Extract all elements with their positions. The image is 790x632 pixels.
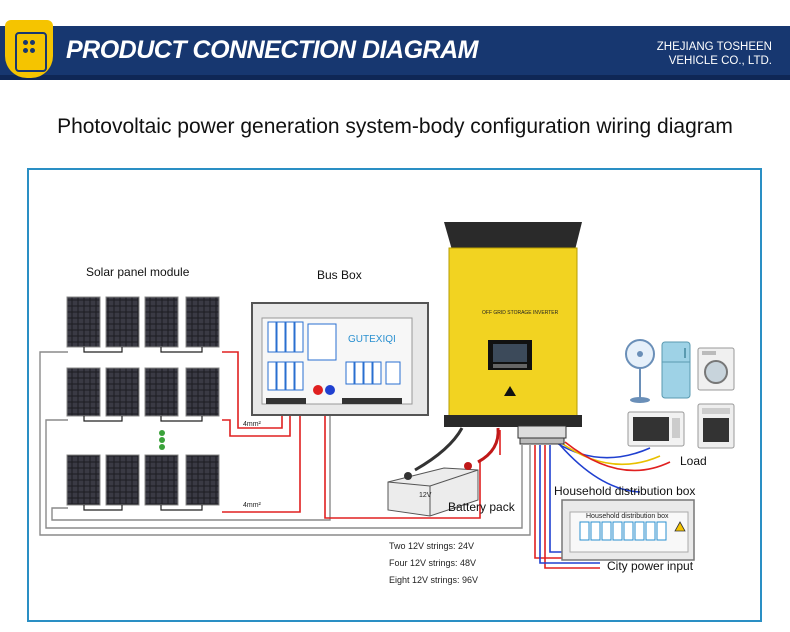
inverter-terminal-block [517,425,567,445]
header-banner [0,26,790,80]
gray-wires [39,351,531,536]
microwave-icon [627,411,685,447]
solar-panel [105,367,140,417]
continuation-dot [159,430,165,436]
bus-box-brand: GUTEXIQI [348,334,396,345]
solar-panel [66,296,101,348]
solar-panel [144,367,179,417]
inverter-red-cable [477,427,500,464]
solar-panel [185,296,220,348]
strings-note-1: Two 12V strings: 24V [389,541,475,551]
solar-panel [185,367,220,417]
solar-panel [66,367,101,417]
load-wires [554,441,671,493]
solar-panel-label: Solar panel module [86,265,190,279]
solar-panel [185,454,220,506]
bus-box [251,302,429,416]
bus-box-terminals [266,398,402,404]
bus-box-label: Bus Box [317,268,362,282]
warning-icon [674,521,686,532]
solar-panel [66,454,101,506]
fan-icon [625,339,655,403]
shield-badge-icon [5,20,53,78]
wire-gauge-bottom: 4mm² [243,502,261,509]
battery-terminal-negative [404,472,412,480]
city-power-label: City power input [607,559,694,573]
household-box-inner-label: Household distribution box [586,513,669,520]
diagram-frame [27,168,762,622]
red-wires [222,351,600,569]
solar-panel [144,454,179,506]
diagram-subtitle: Photovoltaic power generation system-bod… [57,115,733,138]
battery-pack [387,462,479,517]
load-label: Load [680,454,707,468]
banner-title: PRODUCT CONNECTION DIAGRAM [66,36,479,64]
refrigerator-icon [661,341,691,399]
household-box-label: Household distribution box [554,484,696,498]
solar-panel-array [66,296,220,511]
company-name: ZHEJIANG TOSHEEN VEHICLE CO., LTD. [657,40,772,68]
solar-panel [144,296,179,348]
bus-box-red-terminal [313,385,323,395]
inverter [414,222,582,472]
inverter-screen [493,344,527,362]
company-line-1: ZHEJIANG TOSHEEN [656,41,772,53]
wire-gauge-top: 4mm² [243,421,261,428]
load-appliances [625,339,735,449]
inverter-black-cable [414,427,464,472]
solar-panel [105,296,140,348]
washing-machine-icon [697,347,735,391]
strings-note-3: Eight 12V strings: 96V [389,575,479,585]
company-line-2: VEHICLE CO., LTD. [668,55,772,67]
continuation-dot [159,444,165,450]
inverter-model-label: OFF GRID STORAGE INVERTER [482,310,559,316]
continuation-dot [159,437,165,443]
bus-box-blue-terminal [325,385,335,395]
battery-pack-label: Battery pack [448,500,515,514]
solar-panel [105,454,140,506]
oven-icon [697,403,735,449]
strings-note-2: Four 12V strings: 48V [389,558,477,568]
warning-icon [504,386,516,396]
battery-voltage: 12V [419,492,432,499]
bus-box-breakers [267,321,401,391]
battery-terminal-positive [464,462,472,470]
household-distribution-box [561,499,695,561]
